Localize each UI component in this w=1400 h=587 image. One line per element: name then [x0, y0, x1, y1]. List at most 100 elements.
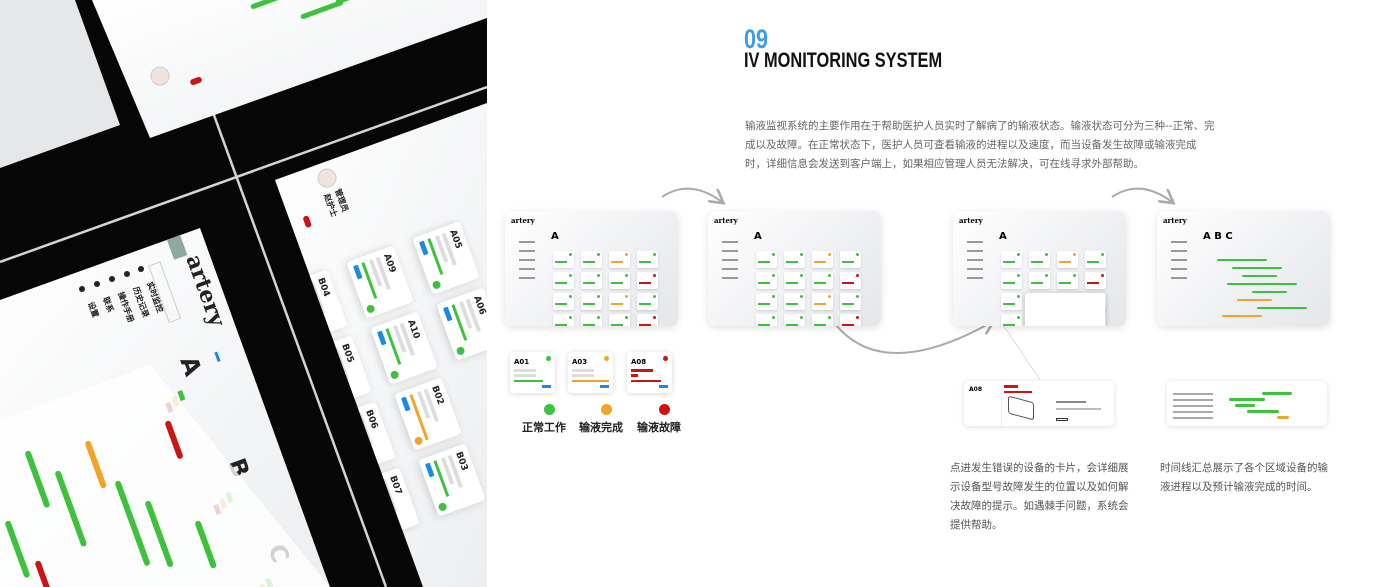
detail-tag: [425, 462, 435, 478]
placeholder-line: [572, 374, 594, 377]
detail-card-id: A08: [969, 386, 982, 393]
fault-detail-thumbnail[interactable]: A08: [964, 381, 1114, 426]
status-dot: [432, 280, 441, 289]
menu-icon: [109, 276, 115, 282]
legend-dot-normal: [544, 404, 555, 415]
arrow-1-to-2: [661, 187, 722, 202]
top-screen-content: [150, 0, 374, 86]
gantt-bar: [300, 0, 344, 19]
legend-label-fault: 输液故障: [637, 421, 681, 434]
device-card[interactable]: A09: [346, 245, 414, 318]
screen-logo: artery: [1163, 216, 1187, 225]
avatar: [317, 168, 337, 188]
screen-device-card: [637, 251, 658, 268]
screen-device-card: [1085, 251, 1106, 268]
device-card[interactable]: A05: [412, 221, 480, 294]
detail-tag: [600, 385, 609, 388]
screen-device-card: [1029, 272, 1050, 289]
screen-device-card: [553, 272, 574, 289]
placeholder-line: [399, 322, 415, 357]
screen-device-card: [840, 314, 861, 326]
gantt-bar: [145, 500, 174, 567]
alert-badge: [190, 76, 202, 86]
screen-device-card: [609, 293, 630, 310]
screen-device-card: [812, 314, 833, 326]
status-card-id: A01: [514, 358, 530, 366]
placeholder-line: [416, 391, 431, 419]
status-card-complete: A03: [568, 352, 613, 393]
screen-device-card: [609, 251, 630, 268]
screen-gantt-bar: [1227, 283, 1297, 285]
status-dot: [366, 304, 375, 313]
screen-device-card: [1001, 314, 1022, 326]
device-card[interactable]: A06: [436, 287, 487, 360]
placeholder-line: [434, 235, 449, 263]
screen-sidebar: [953, 241, 983, 286]
status-card-fault: A08: [627, 352, 672, 393]
legend-dot-complete: [601, 404, 612, 415]
progress-bar: [514, 380, 543, 382]
legend-dot-fault: [659, 404, 670, 415]
device-card[interactable]: A10: [370, 311, 438, 384]
timeline-row-label: [1173, 393, 1213, 395]
status-card-id: A03: [572, 358, 588, 366]
menu-icon: [124, 271, 130, 277]
screen-device-card: [840, 272, 861, 289]
placeholder-line: [441, 232, 457, 267]
screen-device-card: [553, 251, 574, 268]
screen-device-card: [609, 314, 630, 326]
timeline-row-label: [1173, 399, 1213, 401]
placeholder-line: [392, 325, 407, 353]
device-card[interactable]: B03: [418, 443, 486, 516]
screen-device-card: [637, 272, 658, 289]
screen-gantt-bar: [1222, 315, 1262, 317]
status-dot: [414, 436, 423, 445]
arrow-3-to-4: [1111, 187, 1172, 202]
logo-mark: [166, 234, 188, 260]
screen-device-card: [1001, 272, 1022, 289]
screen-logo: artery: [714, 216, 738, 225]
screen-device-card: [812, 251, 833, 268]
tablet-mockup-svg: artery实时监控历史记录操作手册联系设置ABC 管理员赵护士A05A06A0…: [0, 0, 487, 587]
placeholder-line: [572, 369, 594, 372]
detail-tag: [419, 240, 429, 256]
placeholder-line: [465, 298, 481, 333]
screen-device-card: [637, 293, 658, 310]
device-card[interactable]: B02: [394, 377, 462, 450]
detail-tag: [659, 385, 668, 388]
screen-gantt-bar: [1242, 275, 1277, 277]
timeline-thumbnail[interactable]: [1167, 381, 1327, 426]
screen-device-card: [581, 293, 602, 310]
screen-device-card: [840, 251, 861, 268]
gantt-bar: [35, 560, 53, 587]
section-title: IV MONITORING SYSTEM: [744, 49, 943, 72]
detail-tag: [353, 264, 363, 280]
mockup-search-input[interactable]: [148, 261, 182, 324]
screen-gantt-bar: [1257, 307, 1307, 309]
screen-device-card: [756, 293, 777, 310]
detail-tag: [401, 396, 411, 412]
progress-bar: [385, 328, 402, 365]
screen-device-card: [1001, 293, 1022, 310]
status-card-id: A08: [631, 358, 647, 366]
detail-tag: [377, 330, 387, 346]
menu-icon: [138, 266, 144, 272]
menu-icon: [94, 281, 100, 287]
gantt-bar: [85, 440, 107, 489]
gantt-bar: [165, 420, 183, 459]
screen-zone-label: A: [999, 231, 1007, 242]
screen-device-card: [784, 251, 805, 268]
screen-gantt-bar: [1237, 299, 1272, 301]
progress-bar: [361, 262, 378, 299]
screen-device-card: [840, 293, 861, 310]
fault-detail-caption: 点进发生错误的设备的卡片，会详细展示设备型号故障发生的位置以及如何解决故障的提示…: [950, 462, 1129, 531]
screen-gantt-bar: [1252, 291, 1287, 293]
screen-device-card: [637, 314, 658, 326]
screen-gantt-bar: [1217, 259, 1267, 261]
timeline-bar: [1277, 416, 1289, 419]
screen-device-card: [1001, 251, 1022, 268]
